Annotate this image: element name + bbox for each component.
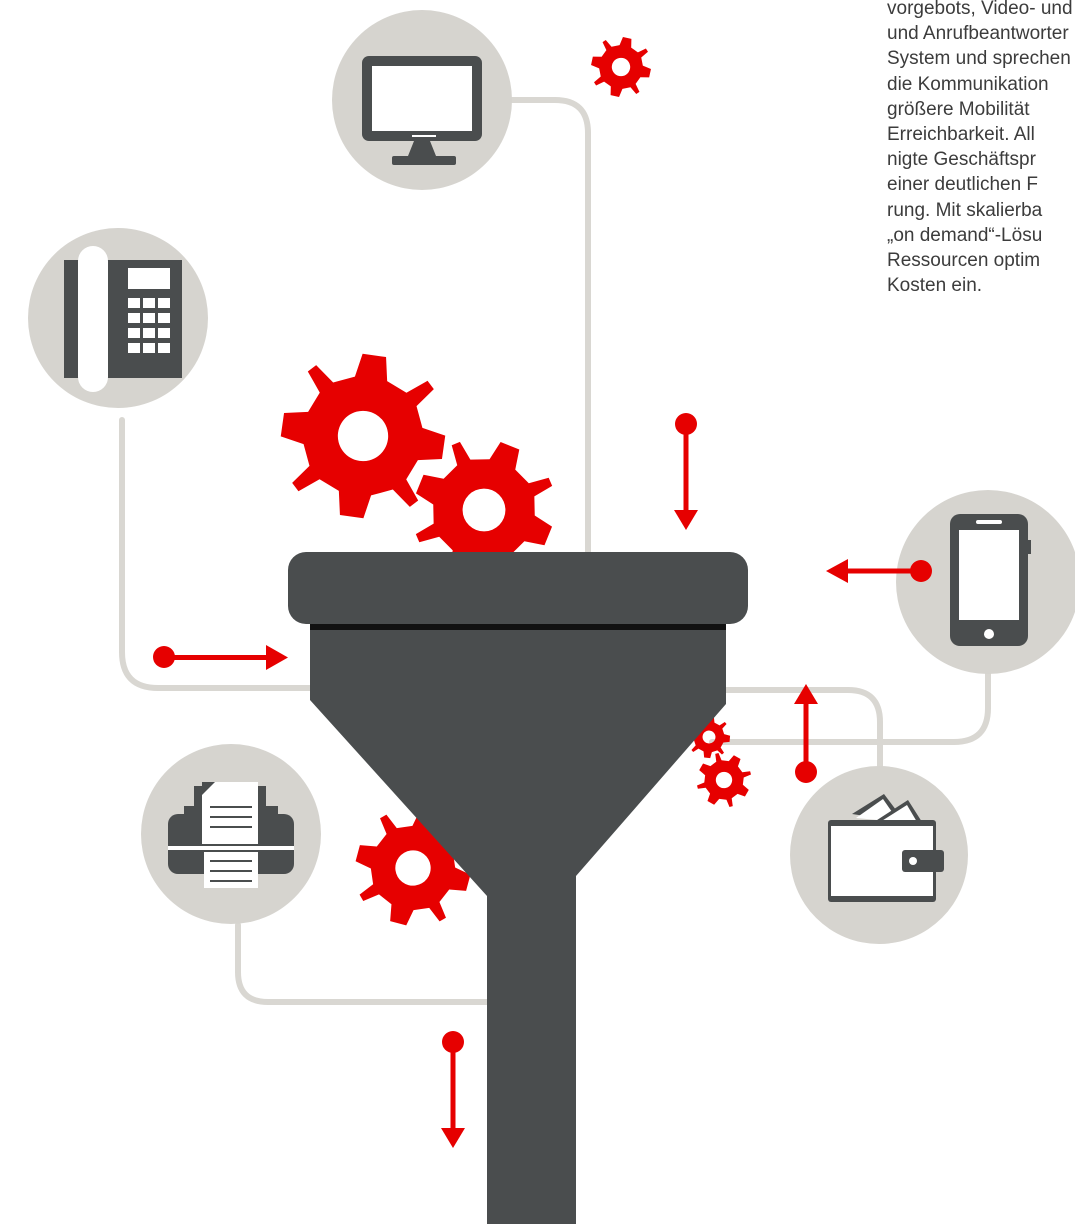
text-line: System und sprechen	[887, 48, 1071, 70]
wallet-icon	[828, 794, 944, 902]
text-line: größere Mobilität	[887, 98, 1030, 120]
arrow-right-icon	[153, 645, 288, 670]
connector-phone	[119, 417, 323, 691]
text-line: rung. Mit skalierba	[887, 199, 1043, 221]
arrow-left-icon	[826, 559, 932, 583]
fax-printer-node	[141, 744, 321, 924]
arrow-up-icon	[794, 684, 818, 783]
text-line: Kosten ein.	[887, 275, 983, 297]
funnel-icon	[288, 552, 748, 1224]
smartphone-node	[896, 490, 1075, 674]
desk-phone-icon	[64, 246, 182, 392]
arrow-down-icon	[441, 1031, 465, 1148]
connector-lines	[119, 97, 991, 1005]
body-text: vorgebots, Video- und und Anrufbeantwort…	[887, 0, 1075, 298]
monitor-node	[332, 10, 512, 190]
wallet-node	[790, 766, 968, 944]
funnel-band	[310, 622, 726, 630]
gear-icon	[585, 31, 657, 103]
monitor-icon	[362, 56, 482, 165]
text-line: nigte Geschäftspr	[887, 149, 1036, 171]
text-line: „on demand“-Lösu	[887, 224, 1043, 246]
funnel-body	[310, 626, 726, 1224]
desk-phone-node	[28, 228, 208, 408]
smartphone-icon	[950, 514, 1031, 646]
arrow-down-icon	[674, 413, 698, 530]
funnel-rim	[288, 552, 748, 624]
fax-printer-icon	[168, 782, 294, 888]
text-line: einer deutlichen F	[887, 174, 1039, 196]
text-line: Ressourcen optim	[887, 249, 1041, 271]
connector-monitor	[477, 97, 591, 563]
connector-smartphone	[709, 659, 991, 745]
gear-icon	[687, 743, 761, 817]
text-line: die Kommunikation	[887, 73, 1049, 95]
connector-fax	[235, 922, 493, 1005]
connector-wallet	[709, 687, 883, 771]
text-line: Erreichbarkeit. All	[887, 123, 1035, 145]
text-line: und Anrufbeantworter	[887, 23, 1069, 45]
text-line: vorgebots, Video- und	[887, 0, 1073, 19]
